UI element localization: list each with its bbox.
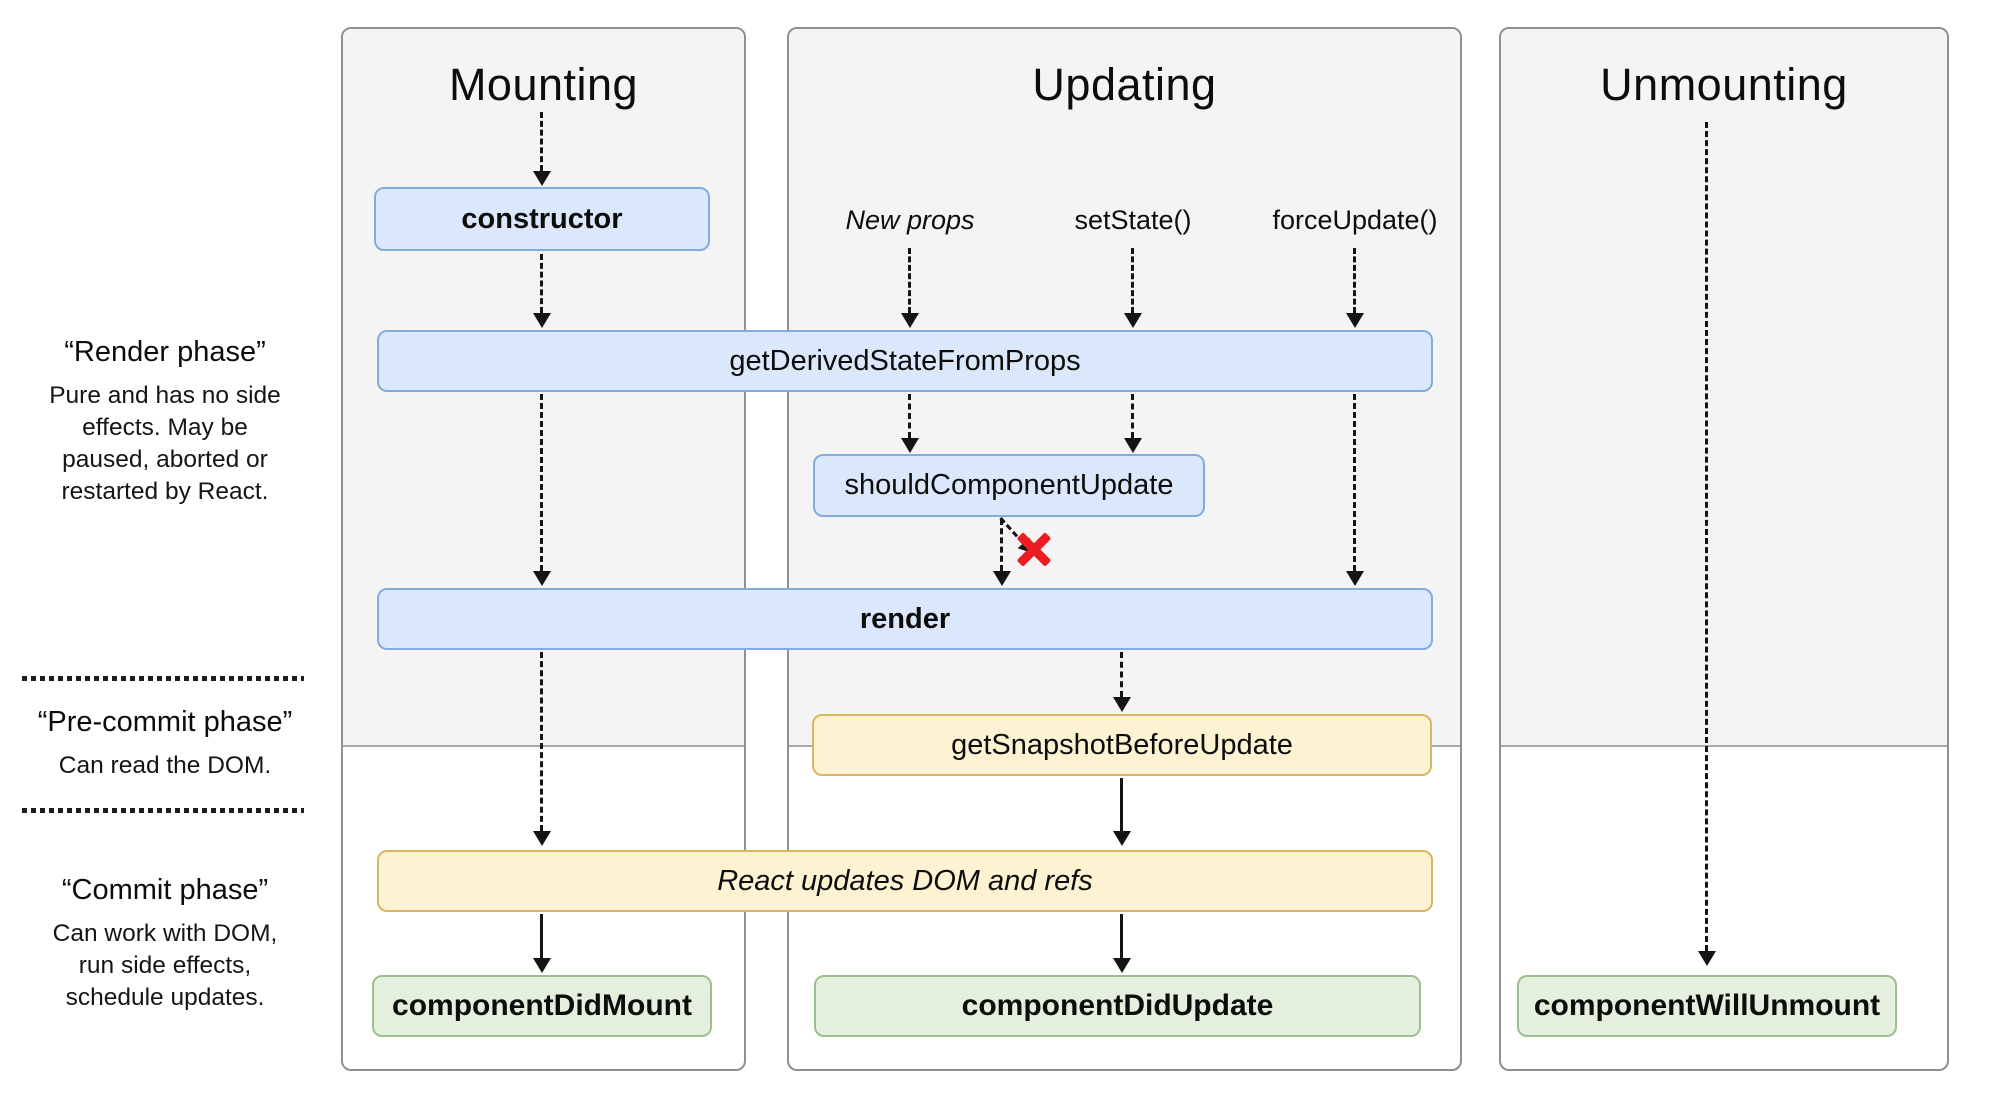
- arrowhead: [1124, 313, 1142, 328]
- node-component-will-unmount[interactable]: componentWillUnmount: [1517, 975, 1897, 1037]
- arrowhead: [533, 313, 551, 328]
- arrow-unmounting-to-willunmount: [1705, 122, 1708, 951]
- arrowhead: [533, 958, 551, 973]
- render-phase-zone-unmounting: [1501, 29, 1947, 747]
- arrowhead: [533, 571, 551, 586]
- arrow-render-to-domupdate-mounting: [540, 652, 543, 831]
- node-render[interactable]: render: [377, 588, 1433, 650]
- arrow-mounting-start: [540, 112, 543, 171]
- column-title-updating: Updating: [1032, 59, 1217, 110]
- trigger-force-update: forceUpdate(): [1272, 205, 1438, 235]
- arrow-gdsfp-to-scu-right: [1131, 394, 1134, 438]
- commit-phase-label: “Commit phase”: [61, 874, 269, 906]
- arrowhead: [1113, 831, 1131, 846]
- phase-separator-bottom: [22, 808, 304, 813]
- arrow-scu-to-render: [1000, 519, 1003, 571]
- arrow-gdsfp-to-render-mounting: [540, 394, 543, 571]
- arrow-domupdate-to-didupdate: [1120, 914, 1123, 958]
- render-phase-description: Pure and has no side effects. May be pau…: [49, 382, 281, 505]
- arrow-newprops-to-gdsfp: [908, 248, 911, 313]
- column-title-unmounting: Unmounting: [1600, 59, 1848, 110]
- commit-phase-description: Can work with DOM, run side effects, sch…: [52, 920, 278, 1011]
- arrow-gdsfp-to-scu-left: [908, 394, 911, 438]
- arrowhead: [901, 313, 919, 328]
- skip-render-x-icon: [1016, 531, 1052, 567]
- node-react-updates-dom-and-refs: React updates DOM and refs: [377, 850, 1433, 912]
- arrowhead: [1346, 571, 1364, 586]
- arrow-snapshot-to-domupdate: [1120, 778, 1123, 831]
- node-component-did-mount[interactable]: componentDidMount: [372, 975, 712, 1037]
- phase-separator-top: [22, 676, 304, 681]
- render-phase-label: “Render phase”: [64, 336, 266, 368]
- column-unmounting: Unmounting: [1499, 27, 1949, 1071]
- arrowhead: [533, 831, 551, 846]
- node-constructor[interactable]: constructor: [374, 187, 710, 251]
- arrowhead: [1124, 438, 1142, 453]
- arrow-setstate-to-gdsfp: [1131, 248, 1134, 313]
- node-should-component-update[interactable]: shouldComponentUpdate: [813, 454, 1205, 517]
- arrowhead: [1698, 951, 1716, 966]
- node-get-derived-state-from-props[interactable]: getDerivedStateFromProps: [377, 330, 1433, 392]
- arrow-render-to-snapshot: [1120, 652, 1123, 697]
- arrowhead: [1113, 697, 1131, 712]
- arrow-forceupdate-to-gdsfp: [1353, 248, 1356, 313]
- arrowhead: [1113, 958, 1131, 973]
- arrow-domupdate-to-didmount: [540, 914, 543, 958]
- arrow-forceupdate-to-render: [1353, 394, 1356, 571]
- arrowhead: [1346, 313, 1364, 328]
- node-get-snapshot-before-update[interactable]: getSnapshotBeforeUpdate: [812, 714, 1432, 776]
- column-updating: Updating: [787, 27, 1462, 1071]
- trigger-set-state: setState(): [1074, 205, 1192, 235]
- node-component-did-update[interactable]: componentDidUpdate: [814, 975, 1421, 1037]
- arrowhead: [901, 438, 919, 453]
- arrowhead: [993, 571, 1011, 586]
- pre-commit-phase-label: “Pre-commit phase”: [37, 706, 293, 738]
- trigger-new-props: New props: [845, 205, 975, 235]
- arrowhead: [533, 171, 551, 186]
- column-title-mounting: Mounting: [448, 59, 639, 110]
- pre-commit-phase-description: Can read the DOM.: [58, 752, 272, 779]
- arrow-constructor-to-gdsfp: [540, 254, 543, 313]
